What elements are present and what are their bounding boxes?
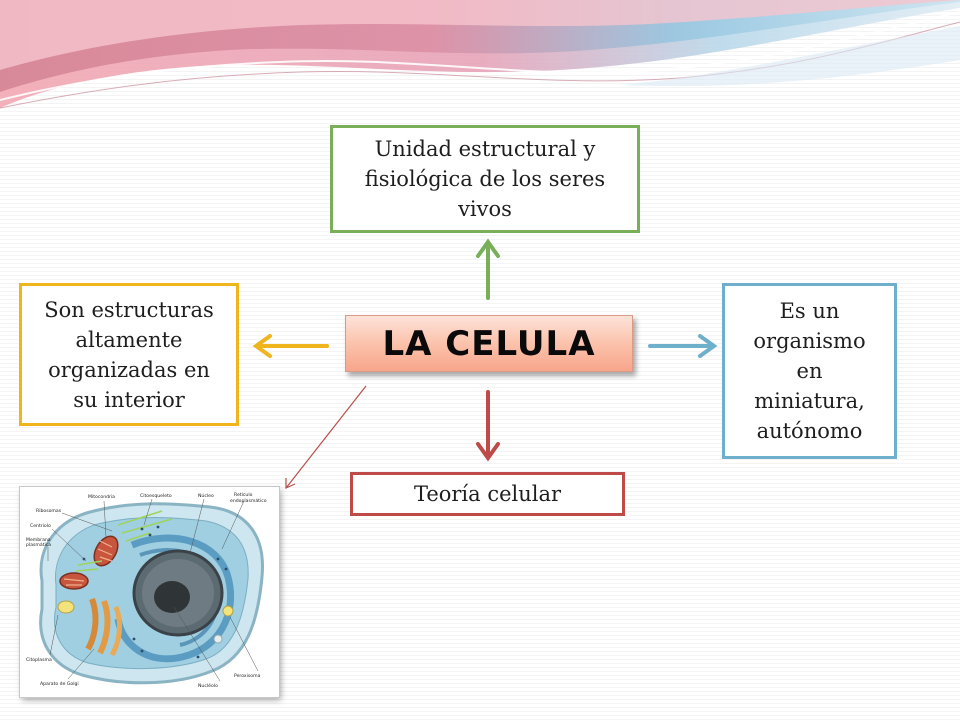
box-text-line: en bbox=[796, 359, 823, 383]
box-text-line: fisiológica de los seres bbox=[364, 167, 606, 191]
cell-label: Citoesqueleto bbox=[140, 493, 172, 499]
box-text-line: organizadas en bbox=[48, 357, 210, 382]
cell-label: Núcleo bbox=[198, 492, 214, 499]
cell-label: endoplasmático bbox=[230, 497, 267, 504]
header-wave-decoration bbox=[0, 0, 960, 109]
cell-label: Peroxisoma bbox=[234, 673, 261, 679]
cell-label: Centriolo bbox=[30, 523, 51, 529]
cell-label: Ribosomas bbox=[36, 508, 62, 514]
cell-label: Retículo bbox=[234, 491, 253, 498]
cell-label: Nucléolo bbox=[198, 682, 218, 689]
central-concept-label: LA CELULA bbox=[382, 323, 596, 364]
concept-box-structure: Son estructuras altamente organizadas en… bbox=[19, 283, 239, 426]
concept-box-theory: Teoría celular bbox=[350, 472, 625, 516]
cell-label: Membrana bbox=[26, 537, 51, 543]
box-text-line: autónomo bbox=[756, 419, 863, 443]
box-text-line: Unidad estructural y bbox=[374, 137, 596, 161]
concept-box-organism: Es un organismo en miniatura, autónomo bbox=[722, 283, 897, 459]
cell-label: Mitocondria bbox=[88, 494, 115, 500]
box-text-line: Es un bbox=[779, 299, 840, 323]
box-text-line: organismo bbox=[753, 329, 866, 353]
box-text-line: altamente bbox=[75, 327, 183, 352]
box-text-line: Son estructuras bbox=[44, 297, 214, 322]
box-text-line: su interior bbox=[73, 387, 185, 412]
cell-diagram-image: Mitocondria Citoesqueleto Núcleo Retícul… bbox=[20, 487, 279, 697]
cell-label: plasmática bbox=[26, 541, 51, 548]
box-text-line: vivos bbox=[458, 197, 512, 221]
concept-box-definition: Unidad estructural y fisiológica de los … bbox=[330, 125, 640, 233]
box-text-line: miniatura, bbox=[754, 389, 865, 413]
cell-label: Citoplasma bbox=[26, 657, 52, 663]
central-concept: LA CELULA bbox=[345, 315, 633, 372]
cell-label: Aparato de Golgi bbox=[40, 681, 79, 687]
box-text-line: Teoría celular bbox=[413, 482, 562, 506]
